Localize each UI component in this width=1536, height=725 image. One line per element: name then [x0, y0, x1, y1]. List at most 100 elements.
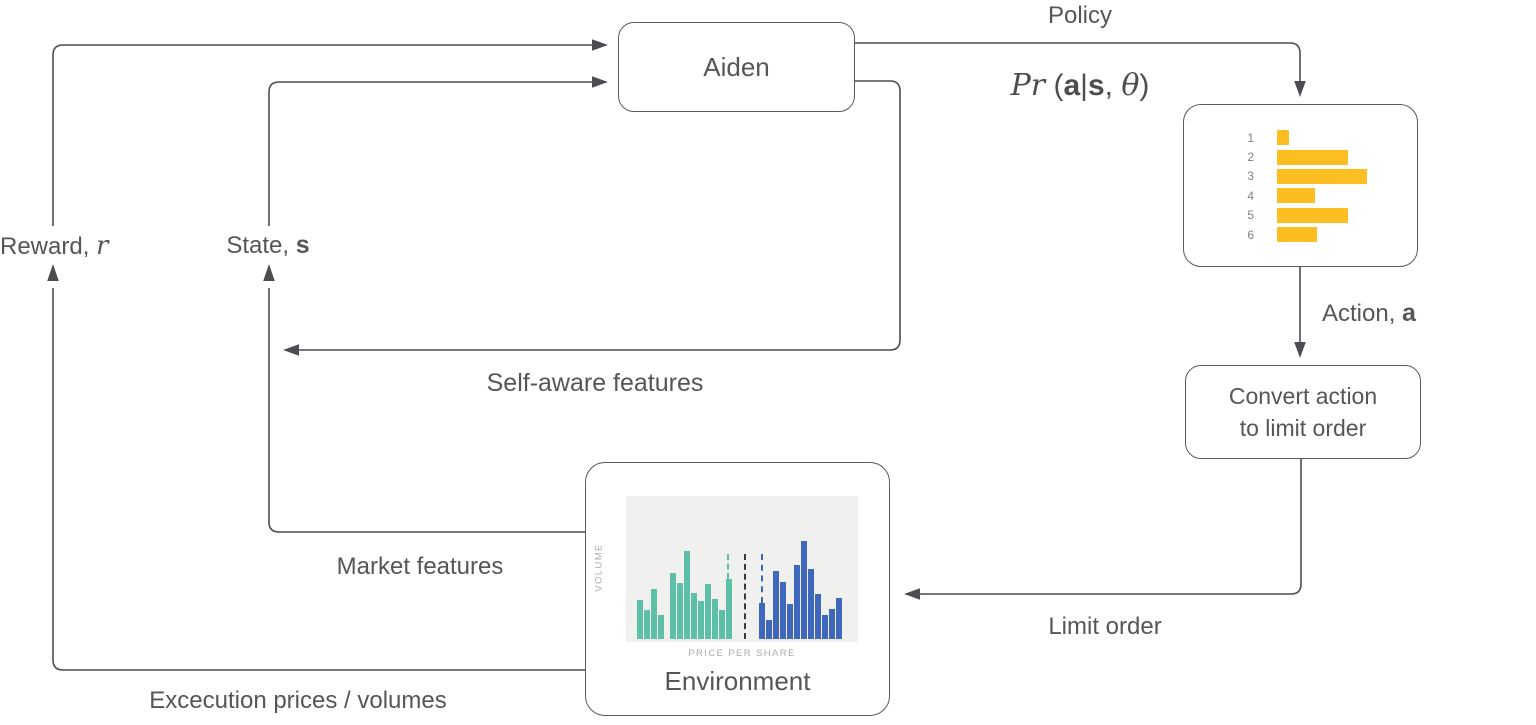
bid-side-bar — [658, 615, 664, 639]
reward-to-aiden-arrowhead — [592, 39, 608, 51]
action-histogram-tick-label: 4 — [1247, 188, 1254, 203]
bid-side-bar — [719, 610, 725, 639]
policy-formula: Pr (a|s, θ) — [1011, 68, 1150, 103]
aiden-node: Aiden — [618, 22, 855, 112]
order-book-bars — [637, 541, 869, 639]
ask-side-bar — [773, 571, 779, 639]
limit-order-arrowhead — [904, 588, 920, 600]
limit-order-line — [920, 459, 1302, 595]
reward-line-lower — [52, 288, 585, 671]
convert-line1: Convert action — [1228, 383, 1378, 409]
action-histogram-row: 6 — [1184, 225, 1417, 244]
action-histogram-row: 2 — [1184, 147, 1417, 166]
bid-side-bar — [691, 593, 697, 639]
state-line-lower — [268, 288, 585, 533]
ask-side-bar — [815, 594, 821, 639]
bid-side-bar — [637, 600, 643, 639]
bid-side-bar — [644, 610, 650, 639]
state-text: State, — [226, 232, 296, 259]
bid-dashed-marker — [727, 554, 729, 579]
reward-text: Reward, — [0, 233, 97, 260]
ask-side-bar — [808, 569, 814, 639]
order-book-chart — [626, 496, 858, 642]
action-histogram-row: 1 — [1184, 128, 1417, 147]
environment-node: VOLUME PRICE PER SHARE Environment — [585, 462, 890, 716]
bid-side-bar — [670, 573, 676, 639]
formula-open-paren: ( — [1045, 69, 1064, 102]
policy-line — [855, 42, 1301, 81]
ask-side-bar — [759, 603, 765, 639]
policy-edge-label: Policy — [1047, 2, 1113, 29]
action-arrowhead — [1294, 342, 1306, 358]
convert-action-node: Convert action to limit order — [1185, 365, 1421, 459]
self-aware-arrowhead — [283, 344, 299, 356]
ask-side-bar — [780, 582, 786, 639]
volume-axis-label: VOLUME — [593, 543, 605, 592]
reward-edge-label: Reward, r — [0, 231, 108, 261]
action-histogram-tick-label: 1 — [1247, 130, 1254, 145]
action-histogram-bar — [1277, 168, 1367, 184]
action-histogram-bar — [1277, 227, 1317, 243]
reward-symbol: r — [96, 231, 109, 261]
action-histogram-tick-label: 5 — [1247, 208, 1254, 223]
bid-side-bar — [651, 589, 657, 639]
ask-side-bar — [829, 609, 835, 639]
formula-pr: Pr — [1010, 68, 1046, 103]
reward-line-upper — [52, 44, 592, 226]
bid-side-bar — [684, 551, 690, 639]
reward-up-arrowhead — [47, 264, 59, 281]
bid-side-bar — [705, 584, 711, 639]
limit-order-edge-label: Limit order — [1048, 613, 1162, 640]
ask-side-bar — [836, 598, 842, 639]
convert-line2: to limit order — [1239, 415, 1367, 441]
action-histogram-row: 4 — [1184, 186, 1417, 205]
order-book-gap — [733, 638, 759, 639]
action-histogram-node: 1 2 3 4 5 6 — [1183, 104, 1418, 267]
ask-side-bar — [822, 615, 828, 639]
mid-dashed-marker — [744, 554, 746, 639]
action-edge-label: Action, a — [1322, 299, 1416, 328]
formula-pipe: | — [1080, 69, 1088, 102]
formula-s: s — [1087, 69, 1105, 102]
action-histogram-bar — [1277, 130, 1289, 146]
state-up-arrowhead — [263, 264, 275, 281]
aiden-label: Aiden — [703, 51, 770, 82]
price-axis-label: PRICE PER SHARE — [688, 648, 796, 659]
formula-close-paren: ) — [1139, 69, 1150, 102]
ask-side-bar — [787, 604, 793, 639]
action-histogram-bar — [1277, 149, 1348, 165]
action-histogram-tick-label: 3 — [1247, 169, 1254, 184]
state-symbol: s — [295, 231, 310, 259]
bid-side-bar — [712, 599, 718, 639]
state-edge-label: State, s — [226, 231, 309, 260]
action-histogram-rows: 1 2 3 4 5 6 — [1184, 128, 1417, 244]
formula-theta: θ — [1121, 68, 1140, 103]
ask-side-bar — [766, 620, 772, 639]
policy-arrowhead — [1294, 81, 1306, 97]
action-histogram-row: 5 — [1184, 206, 1417, 225]
bid-side-bar — [677, 583, 683, 639]
formula-comma: , — [1104, 69, 1122, 102]
self-aware-line — [299, 80, 901, 351]
state-to-aiden-arrowhead — [592, 76, 608, 88]
action-histogram-row: 3 — [1184, 167, 1417, 186]
ask-dashed-marker — [761, 554, 763, 603]
action-symbol: a — [1402, 299, 1416, 327]
action-histogram-bar — [1277, 188, 1315, 204]
environment-label: Environment — [664, 666, 811, 696]
self-aware-edge-label: Self-aware features — [486, 369, 704, 397]
ask-side-bar — [801, 541, 807, 639]
action-histogram-tick-label: 6 — [1247, 227, 1254, 242]
order-book-gap — [843, 638, 869, 639]
bid-side-bar — [726, 579, 732, 639]
action-text: Action, — [1322, 300, 1403, 327]
ask-side-bar — [794, 565, 800, 639]
formula-a: a — [1063, 69, 1081, 102]
state-line-upper — [268, 81, 592, 226]
market-features-edge-label: Market features — [336, 553, 504, 580]
action-histogram-bar — [1277, 207, 1348, 223]
bid-side-bar — [698, 601, 704, 639]
action-histogram-tick-label: 2 — [1247, 150, 1254, 165]
